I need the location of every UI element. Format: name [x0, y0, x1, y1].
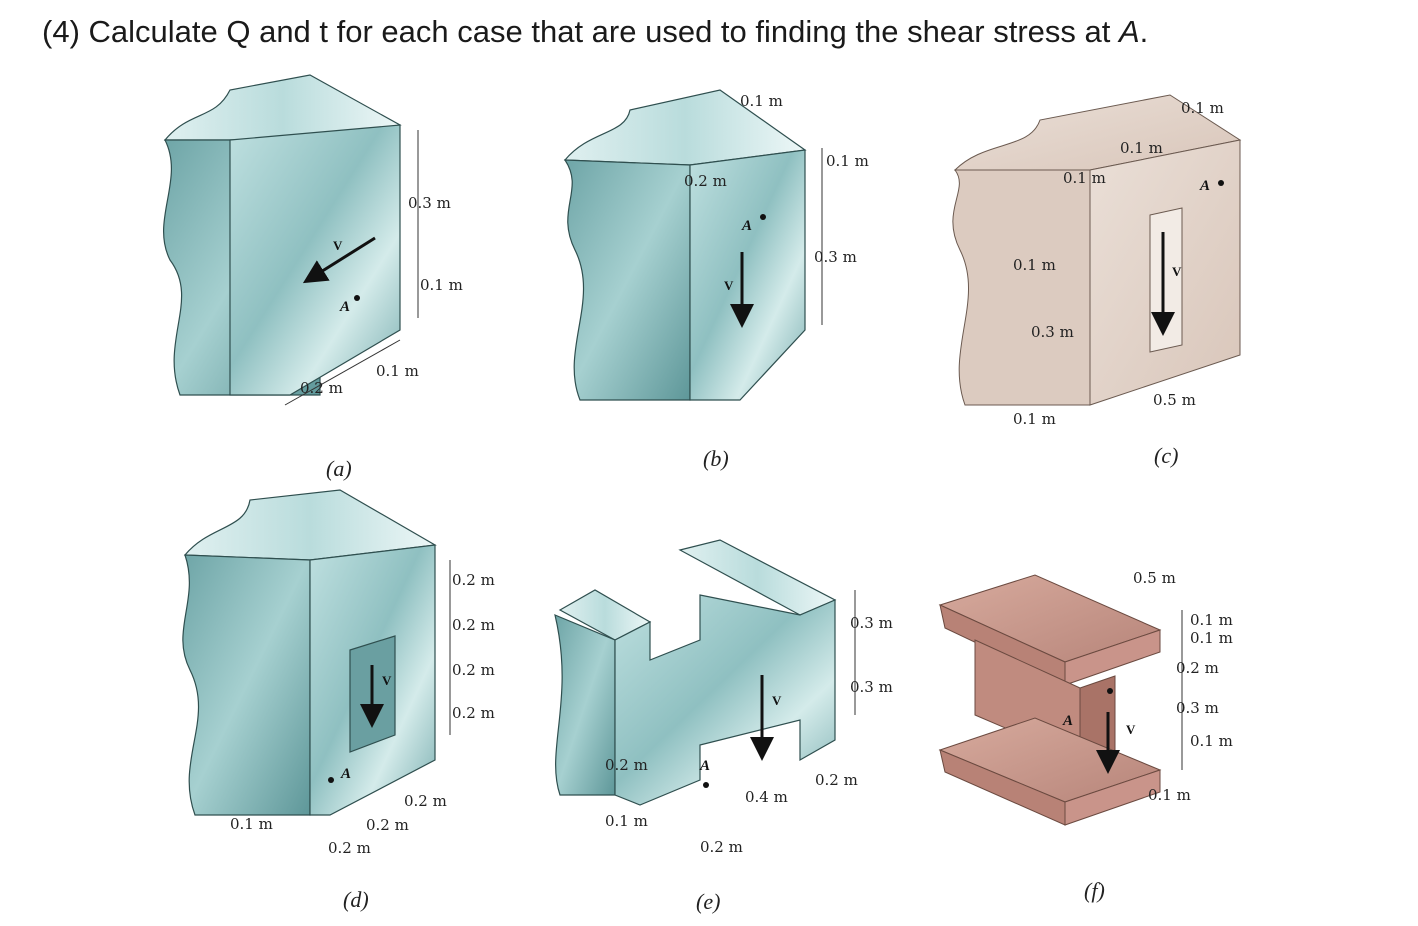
- figure-b-point-label: A: [741, 218, 752, 234]
- figure-c-dim-web-height: 0.3 m: [1031, 323, 1074, 341]
- figure-f: V A 0.5 m 0.1 m 0.1 m 0.2 m 0.3 m 0.1 m …: [938, 569, 1233, 903]
- figure-d-dim-w1: 0.2 m: [404, 792, 447, 810]
- figure-a-dim-point-offset: 0.1 m: [376, 362, 419, 380]
- figure-c-dim-bottom-plate: 0.1 m: [1013, 410, 1056, 428]
- figure-a-dim-point-height: 0.1 m: [420, 276, 463, 294]
- figure-e-dim-middle-w: 0.4 m: [745, 788, 788, 806]
- figure-f-dim-web-thickness: 0.1 m: [1148, 786, 1191, 804]
- figure-d-force-label: V: [382, 673, 392, 688]
- figure-f-dim-flange-width: 0.5 m: [1133, 569, 1176, 587]
- figure-b-front-face: [689, 149, 806, 401]
- figure-b-dim-top-depth: 0.1 m: [826, 152, 869, 170]
- figure-d-dim-w2: 0.2 m: [366, 816, 409, 834]
- figure-d: V A 0.2 m 0.2 m 0.2 m 0.2 m 0.2 m 0.2 m …: [182, 489, 495, 912]
- figure-e-force-label: V: [772, 693, 782, 708]
- figure-a-point-dot: [354, 295, 360, 301]
- figure-f-force-label: V: [1126, 722, 1136, 737]
- figure-e-point-dot: [703, 782, 709, 788]
- figure-d-back-face: [182, 554, 311, 816]
- figure-f-caption: (f): [1084, 878, 1105, 903]
- figure-c-side-face: [952, 169, 1091, 406]
- figure-c-dim-web-gap: 0.1 m: [1120, 139, 1163, 157]
- figure-a-top-face: [163, 74, 402, 141]
- figure-e-point-label: A: [699, 758, 710, 774]
- figure-e-dim-upper-h: 0.3 m: [850, 614, 893, 632]
- figure-d-dim-h4: 0.2 m: [452, 704, 495, 722]
- question-suffix: .: [1139, 14, 1149, 49]
- figure-a-point-label: A: [339, 299, 350, 315]
- question-prefix: (4) Calculate Q and t for each case that…: [42, 14, 1119, 49]
- figure-a-force-label: V: [333, 238, 343, 253]
- figure-b-dim-width: 0.2 m: [684, 172, 727, 190]
- figure-d-dim-h2: 0.2 m: [452, 616, 495, 634]
- figure-c-dim-right-flange: 0.1 m: [1181, 99, 1224, 117]
- figure-d-point-label: A: [340, 766, 351, 782]
- figure-e: V A 0.3 m 0.3 m 0.2 m 0.4 m 0.2 m 0.2 m …: [554, 539, 893, 914]
- figure-a-front-face: [229, 124, 401, 396]
- figure-f-dim-bottom-flange: 0.1 m: [1190, 732, 1233, 750]
- figure-e-dim-lower-h: 0.3 m: [850, 678, 893, 696]
- figure-c-dim-top-plate: 0.1 m: [1013, 256, 1056, 274]
- figure-f-dim-top-flange: 0.1 m: [1190, 611, 1233, 629]
- figure-d-caption: (d): [343, 887, 369, 912]
- figure-c-top-face: [953, 94, 1242, 171]
- figure-c-point-dot: [1218, 180, 1224, 186]
- figure-f-dim-lower-web: 0.3 m: [1176, 699, 1219, 717]
- figure-f-dim-top-offset: 0.1 m: [1190, 629, 1233, 647]
- figure-b-caption: (b): [703, 446, 729, 471]
- figure-e-dim-right-w: 0.2 m: [815, 771, 858, 789]
- figure-a: V A 0.3 m 0.1 m 0.1 m 0.2 m (a): [162, 74, 463, 481]
- question-text: (4) Calculate Q and t for each case that…: [42, 14, 1148, 50]
- figure-b-force-label: V: [724, 278, 734, 293]
- figure-d-point-dot: [328, 777, 334, 783]
- figure-f-top-flange-front: [1064, 629, 1161, 686]
- figure-b-top-face: [563, 89, 807, 166]
- figure-a-depth-line: [284, 339, 401, 406]
- question-point: A: [1118, 14, 1140, 49]
- figure-c-dim-left-flange: 0.1 m: [1063, 169, 1106, 187]
- figure-d-dim-depth: 0.1 m: [230, 815, 273, 833]
- figure-c-point-label: A: [1199, 178, 1210, 194]
- figure-b-dim-top-offset: 0.1 m: [740, 92, 783, 110]
- figure-d-dim-h1: 0.2 m: [452, 571, 495, 589]
- figure-e-dim-left-w: 0.2 m: [700, 838, 743, 856]
- figure-d-top-face: [183, 489, 437, 561]
- figure-f-point-label: A: [1062, 713, 1073, 729]
- figure-c-caption: (c): [1154, 443, 1178, 468]
- figure-e-dim-left-h: 0.2 m: [605, 756, 648, 774]
- figure-a-shear-arrow: [302, 236, 376, 284]
- figure-c-dim-width: 0.5 m: [1153, 391, 1196, 409]
- figure-b: V A 0.1 m 0.1 m 0.2 m 0.3 m (b): [563, 89, 869, 471]
- figure-e-dim-depth: 0.1 m: [605, 812, 648, 830]
- figure-b-point-dot: [760, 214, 766, 220]
- figure-b-dim-height: 0.3 m: [814, 248, 857, 266]
- figure-c-web: [1149, 207, 1183, 353]
- figure-a-dim-depth: 0.2 m: [300, 379, 343, 397]
- figure-c: V A 0.1 m 0.1 m 0.1 m 0.1 m 0.3 m 0.1 m …: [952, 94, 1242, 468]
- figure-d-dim-h3: 0.2 m: [452, 661, 495, 679]
- figure-e-left-block: [554, 613, 616, 796]
- figure-a-dim-height: 0.3 m: [408, 194, 451, 212]
- figure-c-force-label: V: [1172, 264, 1182, 279]
- figure-f-point-dot: [1107, 688, 1113, 694]
- figure-e-caption: (e): [696, 889, 720, 914]
- figure-e-front-face: [614, 594, 836, 806]
- figure-a-caption: (a): [326, 456, 352, 481]
- figure-b-back-face: [563, 159, 691, 401]
- figure-f-dim-upper-web: 0.2 m: [1176, 659, 1219, 677]
- figure-d-dim-w3: 0.2 m: [328, 839, 371, 857]
- figure-f-bottom-flange-front: [1064, 769, 1161, 826]
